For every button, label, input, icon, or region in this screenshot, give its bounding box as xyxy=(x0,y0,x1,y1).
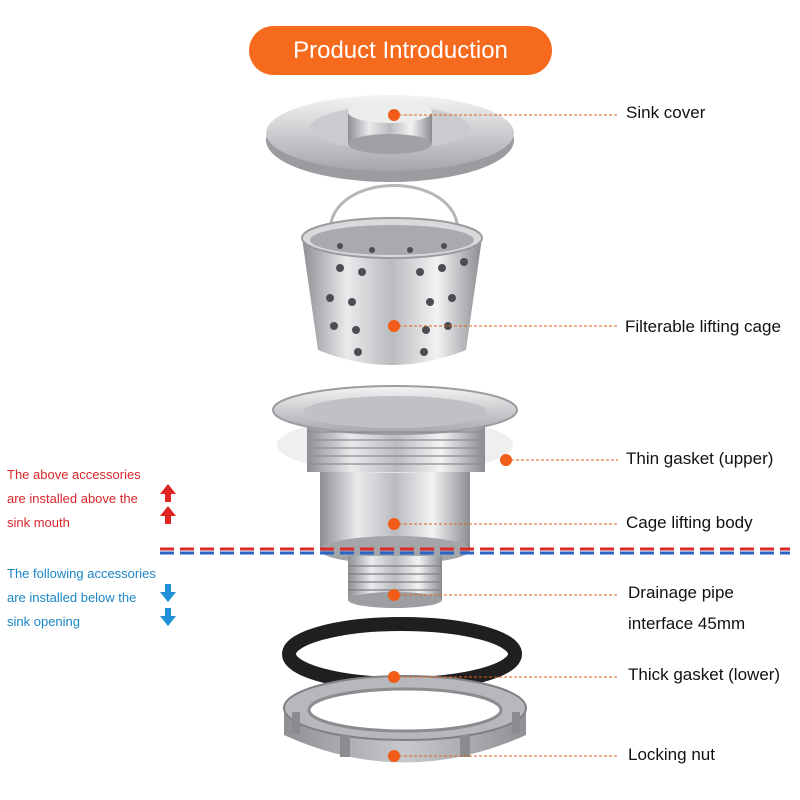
cage-lifting-body-image xyxy=(272,385,518,564)
leader-lines xyxy=(394,114,618,757)
marker-dot xyxy=(388,671,400,683)
marker-dots xyxy=(388,109,512,762)
page-title: Product Introduction xyxy=(293,36,508,64)
label-drainage-pipe-line1: Drainage pipe xyxy=(628,583,734,602)
label-thin-gasket: Thin gasket (upper) xyxy=(626,449,774,468)
label-cage-lifting-body: Cage lifting body xyxy=(626,513,753,532)
filterable-lifting-cage-image xyxy=(301,184,483,365)
above-note-line: are installed above the xyxy=(7,491,138,506)
sink-cover-image xyxy=(266,95,514,182)
label-sink-cover: Sink cover xyxy=(626,103,706,122)
above-note: The above accessories are installed abov… xyxy=(7,463,141,535)
below-note: The following accessories are installed … xyxy=(7,562,156,634)
down-arrow-icons xyxy=(160,584,176,626)
marker-dot xyxy=(388,320,400,332)
title-banner: Product Introduction xyxy=(249,26,552,75)
label-thick-gasket: Thick gasket (lower) xyxy=(628,665,781,684)
label-filterable-lifting-cage: Filterable lifting cage xyxy=(625,317,781,336)
above-note-line: sink mouth xyxy=(7,515,70,530)
thick-gasket-image xyxy=(282,617,522,691)
marker-dot xyxy=(388,109,400,121)
marker-dot xyxy=(388,589,400,601)
below-note-line: The following accessories xyxy=(7,566,156,581)
marker-dot xyxy=(500,454,512,466)
label-drainage-pipe-line2: interface 45mm xyxy=(628,614,746,633)
label-locking-nut: Locking nut xyxy=(628,745,715,764)
above-note-line: The above accessories xyxy=(7,467,141,482)
locking-nut-image xyxy=(283,675,527,763)
below-note-line: sink opening xyxy=(7,614,80,629)
below-note-line: are installed below the xyxy=(7,590,137,605)
marker-dot xyxy=(388,750,400,762)
sink-mouth-divider xyxy=(160,547,790,555)
marker-dot xyxy=(388,518,400,530)
up-arrow-icons xyxy=(160,484,176,524)
